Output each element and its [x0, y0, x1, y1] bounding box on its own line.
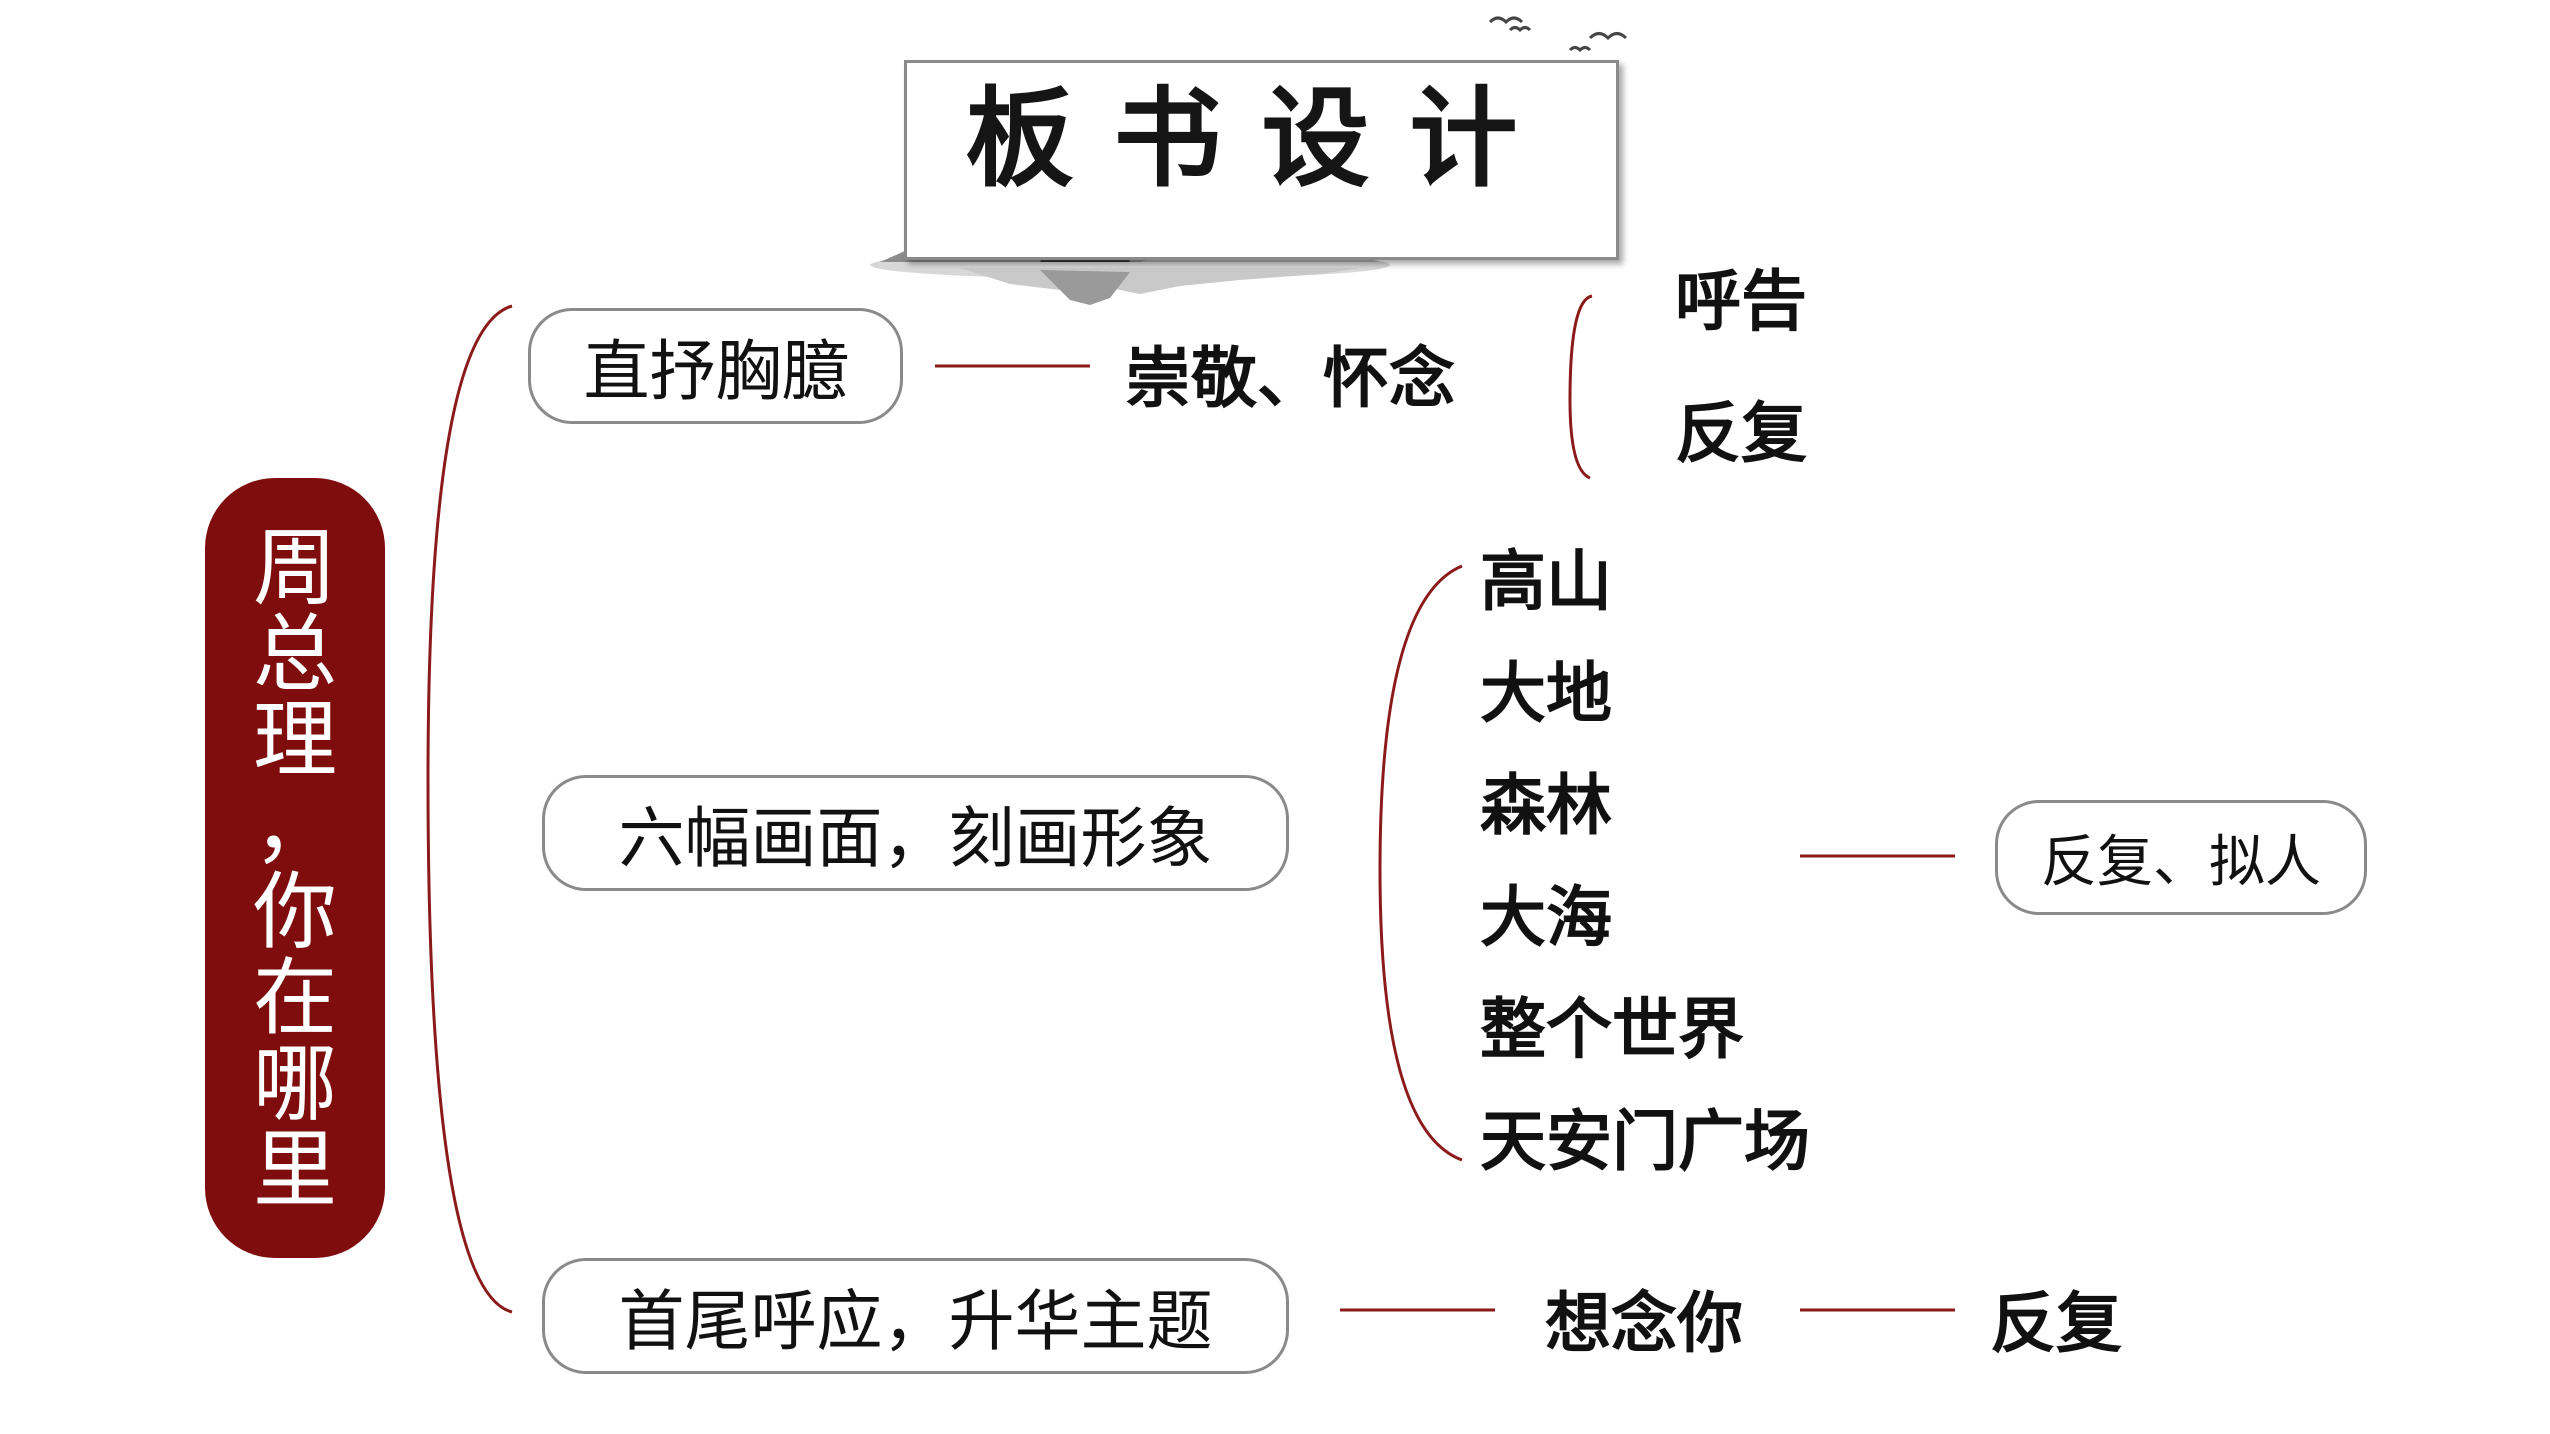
scene-item: 高山: [1480, 542, 1612, 620]
branch-2-node: 六幅画面，刻画形象: [542, 775, 1289, 891]
scene-item: 整个世界: [1480, 990, 1744, 1068]
branch-1-technique: 反复: [1675, 394, 1807, 472]
title-frame: [904, 60, 1619, 260]
central-topic-box: [205, 478, 385, 1258]
scene-item: 天安门广场: [1480, 1102, 1810, 1180]
page-title: 板书设计: [965, 76, 1558, 202]
branch-3-technique: 反复: [1990, 1284, 2122, 1362]
scene-item: 森林: [1480, 766, 1612, 844]
branch-3-node: 首尾呼应，升华主题: [542, 1258, 1289, 1374]
flying-birds-icon: [1488, 16, 1628, 53]
branch-2-technique: 反复、拟人: [1995, 800, 2367, 915]
branch-1-emotion: 崇敬、怀念: [1125, 339, 1455, 417]
central-topic: 周 总 理 ， 你 在 哪 里: [252, 519, 337, 1219]
branch-1-node: 直抒胸臆: [528, 308, 903, 424]
branch-3-phrase: 想念你: [1545, 1284, 1743, 1362]
branch-1-technique: 呼告: [1675, 262, 1807, 340]
scene-item: 大地: [1480, 654, 1612, 732]
scene-item: 大海: [1480, 878, 1612, 956]
